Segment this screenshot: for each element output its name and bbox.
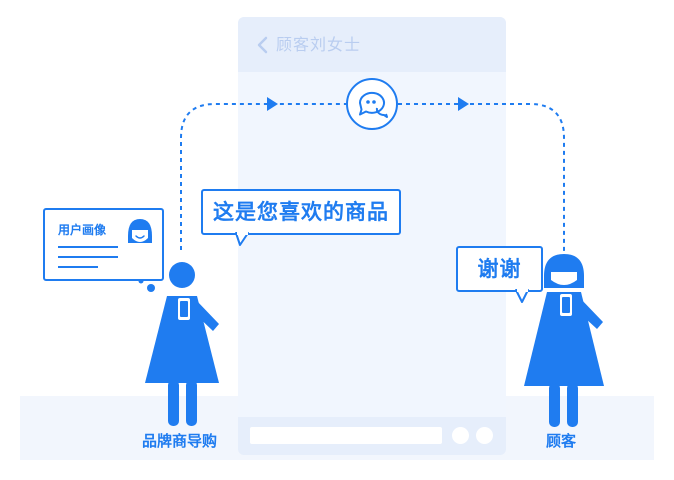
user-profile-card: 用户画像: [43, 208, 164, 281]
profile-card-label: 用户画像: [58, 223, 107, 237]
profile-line: [58, 256, 118, 258]
message-input[interactable]: [250, 427, 442, 444]
guide-role-label: 品牌商导购: [142, 432, 218, 450]
avatar-icon: [128, 219, 152, 243]
phone-title: 顾客刘女士: [276, 35, 362, 54]
guide-bubble-tail: [235, 231, 249, 246]
customer-bubble-tail: [515, 288, 529, 303]
more-button[interactable]: [476, 427, 493, 444]
profile-line: [58, 246, 118, 248]
flow-path-right: [398, 103, 565, 252]
guide-speech-bubble: 这是您喜欢的商品: [201, 189, 401, 235]
phone-header: 顾客刘女士: [238, 17, 506, 72]
guide-message: 这是您喜欢的商品: [213, 200, 389, 224]
guide-figure: [138, 262, 219, 426]
customer-reply: 谢谢: [477, 257, 522, 281]
flow-arrow-left: [267, 97, 278, 111]
flow-arrow-right: [458, 97, 469, 111]
emoji-button[interactable]: [452, 427, 469, 444]
customer-figure: [524, 254, 604, 427]
customer-role-label: 顾客: [546, 432, 577, 450]
chevron-left-icon[interactable]: [256, 36, 268, 54]
customer-speech-bubble: 谢谢: [456, 246, 543, 292]
chat-bubble-icon: [346, 78, 398, 130]
profile-line: [58, 266, 98, 268]
flow-path-left: [180, 103, 346, 250]
